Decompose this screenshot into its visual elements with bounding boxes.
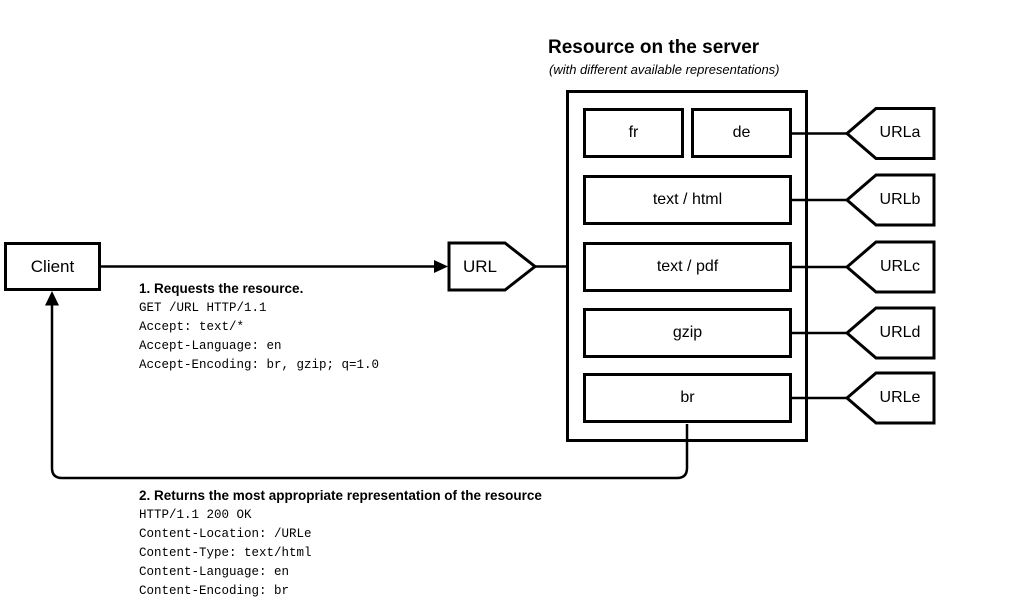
request-title: 1. Requests the resource. (139, 281, 304, 296)
representation-label: text / pdf (656, 258, 719, 275)
url-tag-label-e: URLe (879, 389, 921, 406)
url-pointer-label: URL (462, 256, 497, 276)
server-title: Resource on the server (548, 37, 760, 58)
client-label: Client (30, 256, 75, 276)
url-tag-label-b: URLb (879, 191, 921, 208)
representation-label: fr (628, 124, 639, 141)
request-annotation: 1. Requests the resource. GET /URL HTTP/… (139, 280, 379, 375)
server-subtitle: (with different available representation… (549, 62, 780, 77)
url-tag-label-c: URLc (879, 258, 920, 275)
server-box (566, 90, 808, 442)
response-line: HTTP/1.1 200 OK (139, 508, 252, 522)
request-line: Accept-Encoding: br, gzip; q=1.0 (139, 358, 380, 372)
request-line: Accept: text/* (139, 320, 245, 334)
response-line: Content-Location: /URLe (139, 527, 312, 541)
return-arrowhead-icon (45, 291, 59, 306)
representation-label: gzip (672, 324, 703, 341)
representation-box-text-pdf: text / pdf (583, 242, 792, 292)
request-line: GET /URL HTTP/1.1 (139, 301, 267, 315)
representation-box-gzip: gzip (583, 308, 792, 358)
url-tag-shape-b (844, 173, 936, 227)
response-line: Content-Type: text/html (139, 546, 312, 560)
url-pointer-shape (447, 241, 538, 292)
response-line: Content-Language: en (139, 565, 290, 579)
representation-label: br (680, 389, 695, 406)
response-title: 2. Returns the most appropriate represen… (139, 488, 542, 503)
url-tag-label-a: URLa (879, 124, 921, 141)
url-tag-shape-a (844, 107, 936, 160)
representation-label: text / html (652, 191, 723, 208)
client-box: Client (4, 242, 101, 291)
response-annotation: 2. Returns the most appropriate represen… (139, 487, 542, 601)
representation-label: de (732, 124, 751, 141)
representation-box-fr: fr (583, 108, 684, 158)
request-line: Accept-Language: en (139, 339, 282, 353)
return-path-line (50, 299, 689, 480)
representation-box-text-html: text / html (583, 175, 792, 225)
representation-box-br: br (583, 373, 792, 423)
request-arrowhead-icon (434, 260, 448, 273)
representation-box-de: de (691, 108, 792, 158)
url-tag-label-d: URLd (879, 324, 921, 341)
url-tag-shape-d (844, 306, 936, 360)
url-tag-shape-e (844, 371, 936, 425)
response-line: Content-Encoding: br (139, 584, 290, 598)
url-tag-shape-c (844, 240, 936, 294)
